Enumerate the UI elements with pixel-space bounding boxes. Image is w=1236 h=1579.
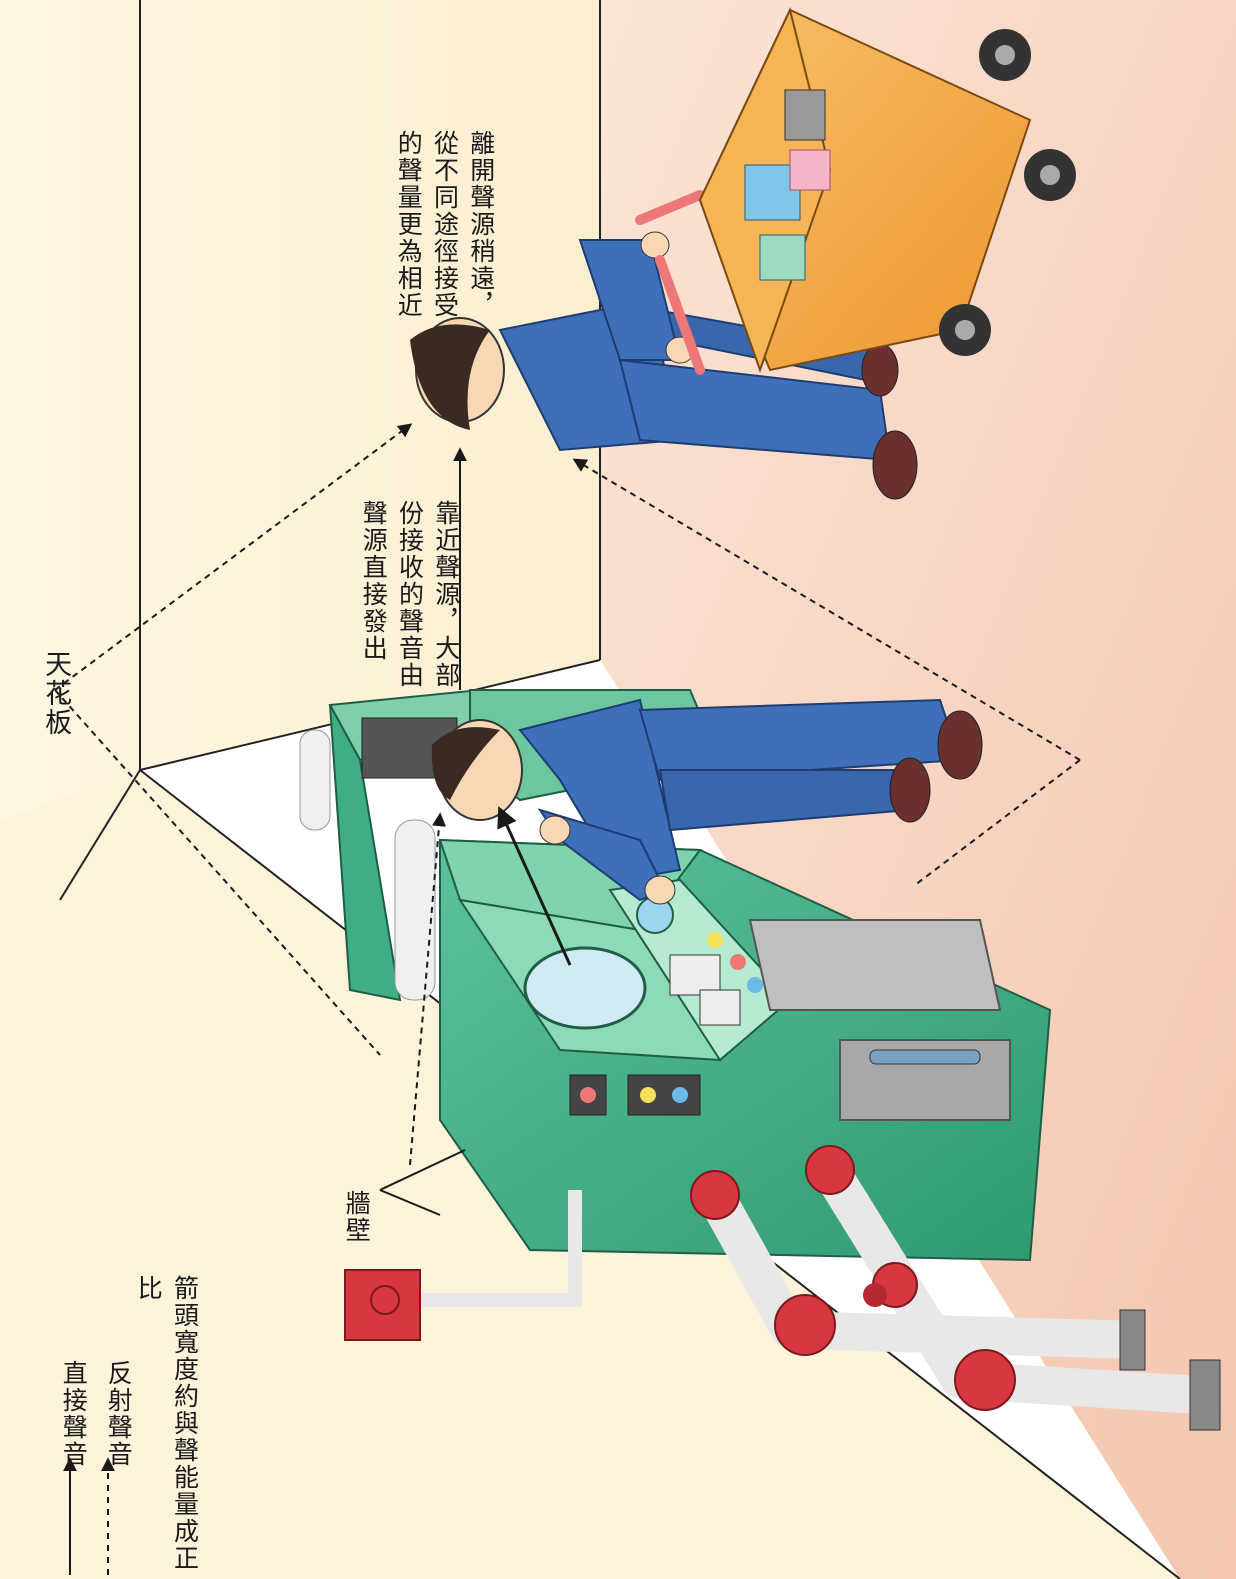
callout-far-line: 從不同途徑接受: [426, 130, 462, 319]
callout-far-source: 離開聲源稍遠， 從不同途徑接受 的聲量更為相近: [390, 130, 499, 319]
ceiling-label: 天花板: [36, 650, 75, 737]
callout-near-line: 聲源直接發出: [355, 500, 391, 689]
callout-far-line: 離開聲源稍遠，: [463, 130, 499, 319]
callout-near-source: 靠近聲源，大部 份接收的聲音由 聲源直接發出: [355, 500, 464, 689]
wall-label: 牆壁: [338, 1190, 374, 1244]
legend-note: 箭頭寬度約與聲能量成正比: [130, 1275, 203, 1579]
callout-near-line: 份接收的聲音由: [391, 500, 427, 689]
callout-near-line: 靠近聲源，大部: [428, 500, 464, 689]
callout-far-line: 的聲量更為相近: [390, 130, 426, 319]
legend-direct-label: 直接聲音: [55, 1360, 91, 1468]
